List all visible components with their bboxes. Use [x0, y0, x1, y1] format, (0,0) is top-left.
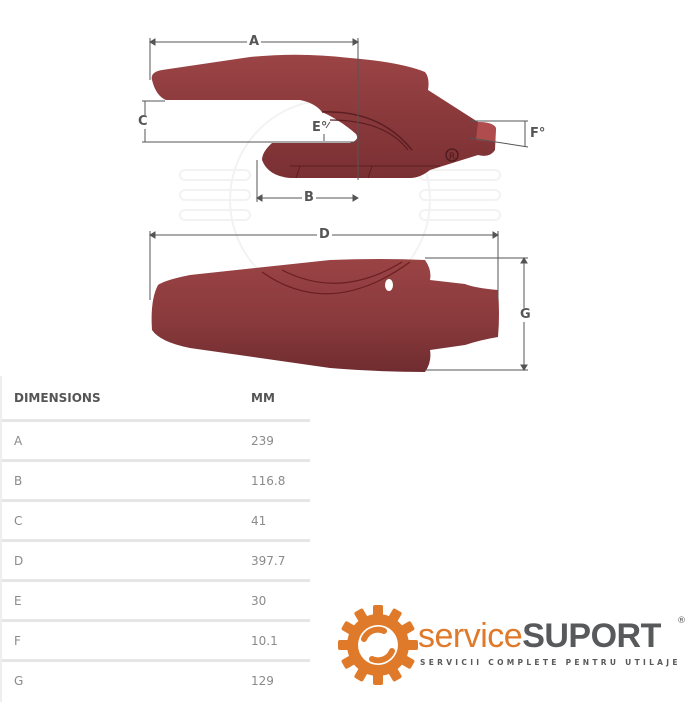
dimension-value: 116.8 [251, 474, 286, 488]
label-c: C [136, 114, 150, 129]
registered-mark: ® [677, 616, 686, 626]
header-mm: MM [251, 391, 275, 405]
label-g: G [518, 307, 533, 322]
dimension-name: E [14, 594, 22, 608]
brand-suport: SUPORT [522, 617, 661, 655]
brand-tagline: SERVICII COMPLETE PENTRU UTILAJE [420, 658, 681, 667]
adapter-side-view: R [151, 54, 496, 179]
svg-text:R: R [449, 152, 455, 162]
part-drawing-svg: R [142, 38, 529, 372]
gear-icon [338, 605, 418, 685]
dimension-value: 41 [251, 514, 267, 528]
dimension-f [469, 120, 529, 148]
dimension-value: 30 [251, 594, 267, 608]
dimension-value: 397.7 [251, 554, 286, 568]
dimension-value: 10.1 [251, 634, 278, 648]
table-header-row: DIMENSIONS MM [2, 376, 310, 422]
table-row: B 116.8 [2, 462, 310, 502]
table-row: A 239 [2, 422, 310, 462]
header-dimensions: DIMENSIONS [14, 391, 101, 405]
dimensions-table: DIMENSIONS MM A 239 B 116.8 C 41 D 397.7… [0, 376, 310, 702]
table-row: C 41 [2, 502, 310, 542]
label-e: E° [312, 120, 328, 135]
servicesuport-logo: serviceSUPORT ® SERVICII COMPLETE PENTRU… [338, 602, 688, 688]
table-row: E 30 [2, 582, 310, 622]
label-f: F° [528, 126, 548, 141]
brand-service: service [418, 617, 523, 655]
dimension-name: F [14, 634, 21, 648]
dimension-name: A [14, 434, 23, 448]
dimension-name: C [14, 514, 23, 528]
dimension-g [425, 257, 528, 371]
brand-name: serviceSUPORT [418, 618, 661, 654]
dimension-name: B [14, 474, 23, 488]
label-d: D [317, 227, 332, 242]
label-a: A [247, 34, 262, 49]
dimension-e [323, 121, 331, 141]
table-row: D 397.7 [2, 542, 310, 582]
table-row: F 10.1 [2, 622, 310, 662]
label-b: B [302, 190, 316, 205]
table-row: G 129 [2, 662, 310, 702]
dimension-name: G [14, 674, 24, 688]
dimension-value: 239 [251, 434, 274, 448]
technical-drawing: R [136, 34, 548, 372]
dimension-name: D [14, 554, 24, 568]
dimension-value: 129 [251, 674, 274, 688]
adapter-top-view [151, 259, 499, 372]
